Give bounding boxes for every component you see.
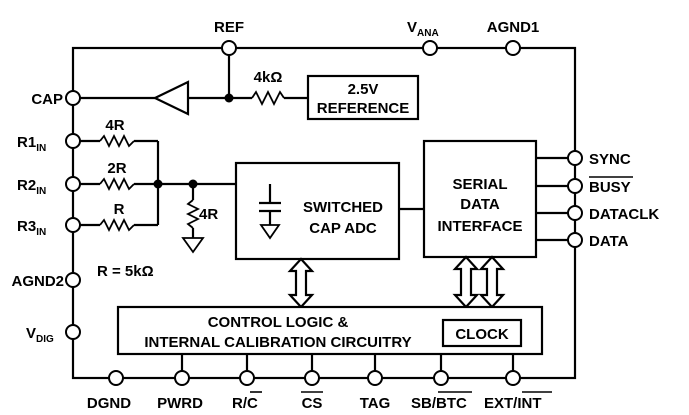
pin-sync-label: SYNC <box>589 151 631 168</box>
reference-line2: REFERENCE <box>317 100 410 117</box>
pin-vdig-label: VDIG <box>26 325 54 345</box>
pin-sync <box>567 150 583 166</box>
pin-sbbtc <box>433 370 449 386</box>
pin-ref <box>221 40 237 56</box>
serial-block <box>422 139 538 259</box>
serial-line2: DATA <box>460 196 500 213</box>
pin-dataclk <box>567 205 583 221</box>
resistor-shunt-label: 4R <box>199 206 218 223</box>
pin-r1in <box>65 133 81 149</box>
pin-agnd2 <box>65 272 81 288</box>
resistor-r2-2r <box>99 176 135 192</box>
pin-ref-label: REF <box>214 19 244 36</box>
reference-block <box>306 74 420 121</box>
pin-rc <box>239 370 255 386</box>
control-line2: INTERNAL CALIBRATION CIRCUITRY <box>144 334 411 351</box>
resistor-r2-label: 2R <box>107 160 126 177</box>
adc-ground-icon <box>259 224 281 240</box>
serial-bus-arrow-right <box>478 255 506 309</box>
pin-r1in-label: R1IN <box>17 134 46 154</box>
pin-r2in <box>65 176 81 192</box>
serial-line1: SERIAL <box>452 176 507 193</box>
adc-line1: SWITCHED <box>303 199 383 216</box>
pin-cap <box>65 90 81 106</box>
resistor-r3-r <box>99 217 135 233</box>
control-line1: CONTROL LOGIC & <box>208 314 349 331</box>
pin-extint-label: EXT/INT <box>484 395 542 412</box>
pin-busy <box>567 178 583 194</box>
pin-agnd1-label: AGND1 <box>487 19 540 36</box>
serial-bus-arrow-left <box>452 255 480 309</box>
adc-bus-arrow <box>287 257 315 309</box>
pin-agnd2-label: AGND2 <box>11 273 64 290</box>
adc-line2: CAP ADC <box>309 220 377 237</box>
pin-extint <box>505 370 521 386</box>
pin-r3in-label: R3IN <box>17 218 46 238</box>
pin-cs <box>304 370 320 386</box>
pin-tag-label: TAG <box>360 395 391 412</box>
resistor-4k <box>251 89 285 107</box>
pin-cs-label: CS <box>302 395 323 412</box>
resistor-r1-4r <box>99 133 135 149</box>
cap-buffer <box>152 80 190 116</box>
pin-sbbtc-label: SB/BTC <box>411 395 467 412</box>
clock-block <box>441 318 523 348</box>
pin-vana <box>422 40 438 56</box>
resistor-r1-label: 4R <box>105 117 124 134</box>
pin-pwrd-label: PWRD <box>157 395 203 412</box>
pin-tag <box>367 370 383 386</box>
pin-dgnd-label: DGND <box>87 395 131 412</box>
pin-r3in <box>65 217 81 233</box>
resistor-4k-label: 4kΩ <box>254 69 283 86</box>
shunt-ground-icon <box>181 237 205 254</box>
clock-label: CLOCK <box>455 326 508 343</box>
resistor-shunt-4r <box>185 199 201 229</box>
pin-vana-label: VANA <box>407 19 439 39</box>
serial-line3: INTERFACE <box>437 218 522 235</box>
pin-rc-label: R/C <box>232 395 258 412</box>
reference-line1: 2.5V <box>348 81 379 98</box>
pin-data <box>567 232 583 248</box>
pin-pwrd <box>174 370 190 386</box>
pin-data-label: DATA <box>589 233 629 250</box>
pin-busy-label: BUSY <box>589 179 631 196</box>
pin-r2in-label: R2IN <box>17 177 46 197</box>
resistor-value-note: R = 5kΩ <box>97 263 154 280</box>
pin-dataclk-label: DATACLK <box>589 206 659 223</box>
pin-cap-label: CAP <box>31 91 63 108</box>
pin-dgnd <box>108 370 124 386</box>
resistor-r3-label: R <box>114 201 125 218</box>
ref-node <box>224 93 234 103</box>
pin-vdig <box>65 324 81 340</box>
pin-agnd1 <box>505 40 521 56</box>
